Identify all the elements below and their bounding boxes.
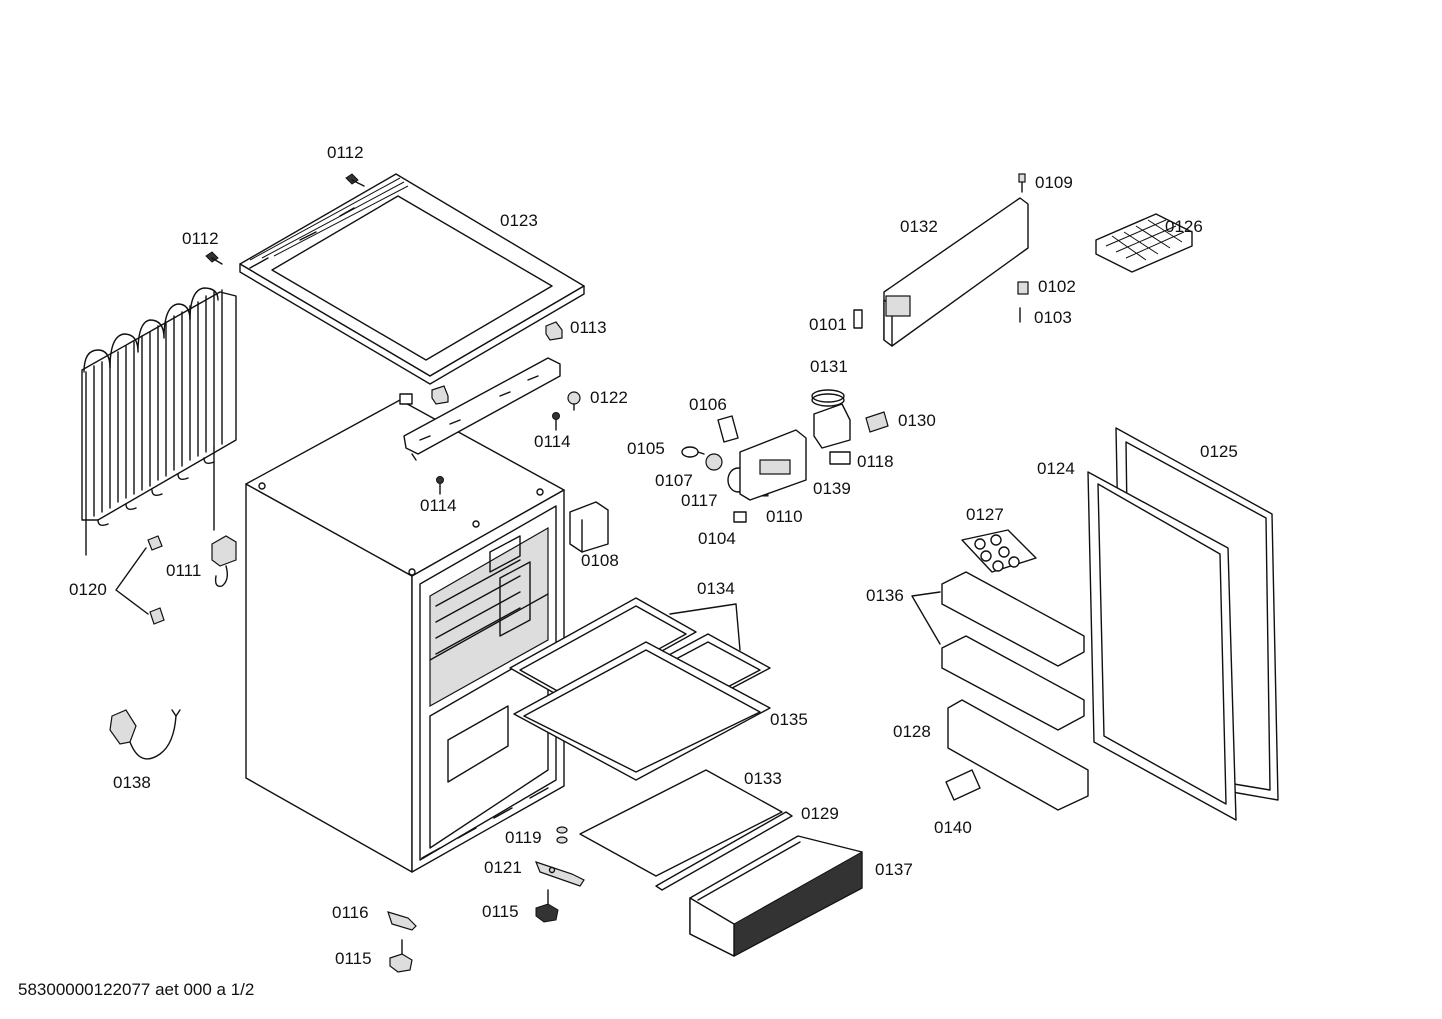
hinge-bracket	[403, 357, 561, 461]
callout-0112b: 0112	[182, 229, 219, 248]
callout-0111: 0111	[166, 561, 201, 580]
callout-0125: 0125	[1200, 442, 1238, 461]
egg-tray-0127	[961, 529, 1037, 573]
callout-labels: 0112 0123 0112 0113 0122 0114 0114 0120 …	[69, 143, 1238, 968]
terminal-box-0108	[569, 501, 609, 553]
callout-0120: 0120	[69, 580, 107, 599]
callout-0140: 0140	[934, 818, 972, 837]
screw-0114-lower	[436, 476, 444, 495]
callout-0134: 0134	[697, 579, 735, 598]
callout-0118: 0118	[857, 452, 894, 471]
top-cover-plate	[239, 173, 585, 385]
screw-0114-upper	[552, 412, 560, 431]
callout-0131: 0131	[810, 357, 848, 376]
hinge-0116	[387, 911, 417, 931]
leader-0136	[911, 591, 941, 645]
callout-0104: 0104	[698, 529, 736, 548]
lamp-0105	[681, 446, 705, 458]
thermostat-0130	[813, 403, 889, 449]
callout-0101: 0101	[809, 315, 847, 334]
callout-0113: 0113	[570, 318, 607, 337]
callout-0122: 0122	[590, 388, 628, 407]
callout-0103: 0103	[1034, 308, 1072, 327]
bottle-shelf-0128	[947, 699, 1089, 811]
callout-0117: 0117	[681, 491, 718, 510]
glass-plate-0133	[579, 769, 783, 877]
pin-0109	[1018, 173, 1026, 193]
control-housing-0139	[739, 429, 807, 501]
callout-0106: 0106	[689, 395, 727, 414]
callout-0109: 0109	[1035, 173, 1073, 192]
washers-0119	[556, 826, 568, 844]
callout-0114a: 0114	[534, 432, 571, 451]
latch-0101	[853, 309, 863, 329]
callout-0128: 0128	[893, 722, 931, 741]
strip-0129	[655, 811, 793, 891]
shelf-lower-0135	[513, 641, 771, 781]
screw-0112-top	[345, 173, 365, 187]
callout-0115a: 0115	[482, 902, 519, 921]
capillary-0131	[811, 389, 845, 407]
callout-0114b: 0114	[420, 496, 457, 515]
callout-0133: 0133	[744, 769, 782, 788]
callout-0135: 0135	[770, 710, 808, 729]
hinge-0121	[534, 861, 585, 887]
foot-0115-left	[389, 939, 413, 973]
leader-0134	[669, 603, 741, 651]
foot-0115-right	[535, 889, 559, 923]
callout-0115b: 0115	[335, 949, 372, 968]
part-0102	[1017, 281, 1029, 295]
callout-0137: 0137	[875, 860, 913, 879]
crisper-drawer-0137	[689, 835, 863, 957]
door-shelf-lower-0136	[941, 635, 1085, 731]
callout-0123: 0123	[500, 211, 538, 230]
callout-0110: 0110	[766, 507, 803, 526]
callout-0129: 0129	[801, 804, 839, 823]
condenser-coil	[81, 287, 237, 556]
ice-tray-0126	[1095, 213, 1193, 273]
power-cord-0138	[109, 709, 181, 760]
light-switch-0104	[733, 511, 747, 523]
callout-0112a: 0112	[327, 143, 364, 162]
callout-0119: 0119	[505, 828, 542, 847]
door-shelf-upper-0136	[941, 571, 1085, 667]
callout-0124: 0124	[1037, 459, 1075, 478]
clip-0140	[945, 769, 981, 801]
cover-0106	[717, 415, 739, 443]
lamp-holder-0107	[705, 453, 723, 471]
starter-relay-0111	[211, 535, 237, 587]
callout-0107: 0107	[655, 471, 693, 490]
clip-0113	[545, 321, 563, 341]
cable-clips-0120	[115, 535, 165, 625]
cover-0118	[829, 451, 851, 465]
callout-0138: 0138	[113, 773, 151, 792]
callout-0136: 0136	[866, 586, 904, 605]
refrigerator-cabinet	[245, 393, 565, 873]
clip-near-top	[431, 385, 449, 405]
callout-0105: 0105	[627, 439, 665, 458]
screw-0122	[567, 391, 581, 411]
callout-0108: 0108	[581, 551, 619, 570]
callout-0102: 0102	[1038, 277, 1076, 296]
callout-0139: 0139	[813, 479, 851, 498]
callout-0130: 0130	[898, 411, 936, 430]
drawing-reference-footer: 58300000122077 aet 000 a 1/2	[18, 980, 255, 999]
freezer-door-0132	[883, 197, 1029, 347]
screw-0112-left	[205, 251, 223, 265]
callout-0126: 0126	[1165, 217, 1203, 236]
gasket-0124	[1087, 471, 1237, 821]
callout-0121: 0121	[484, 858, 522, 877]
callout-0116: 0116	[332, 903, 369, 922]
callout-0132: 0132	[900, 217, 938, 236]
shelf-upper-0134	[509, 597, 697, 703]
callout-0127: 0127	[966, 505, 1004, 524]
